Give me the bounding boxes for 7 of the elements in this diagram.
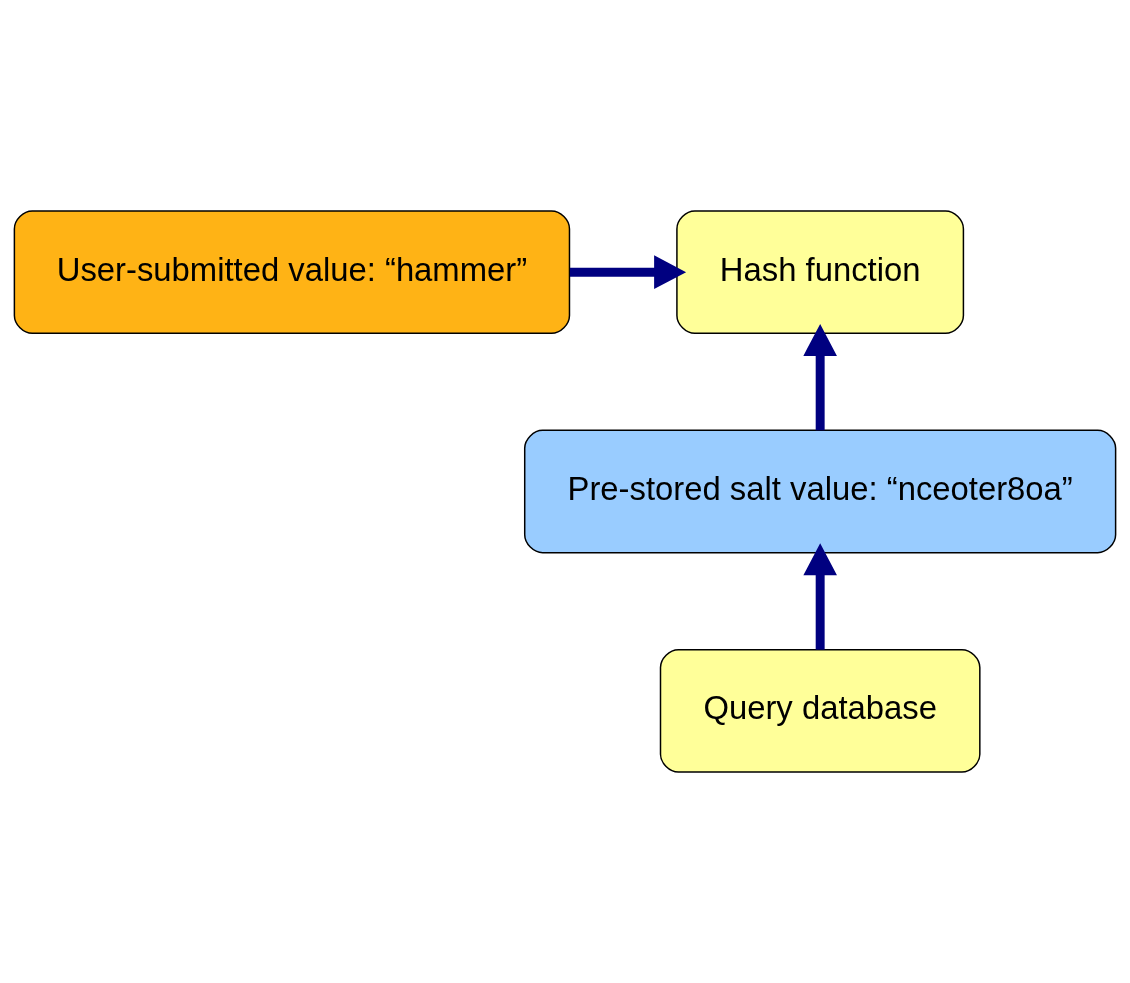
- arrow: [803, 543, 837, 650]
- node-box: Hash function: [676, 210, 965, 335]
- node-box: Query database: [659, 648, 981, 773]
- arrow: [803, 323, 837, 431]
- node-box: Pre-stored salt value: “nceoter8oa”: [523, 429, 1117, 554]
- arrow: [569, 255, 687, 289]
- node-box: User-submitted value: “hammer”: [13, 210, 571, 335]
